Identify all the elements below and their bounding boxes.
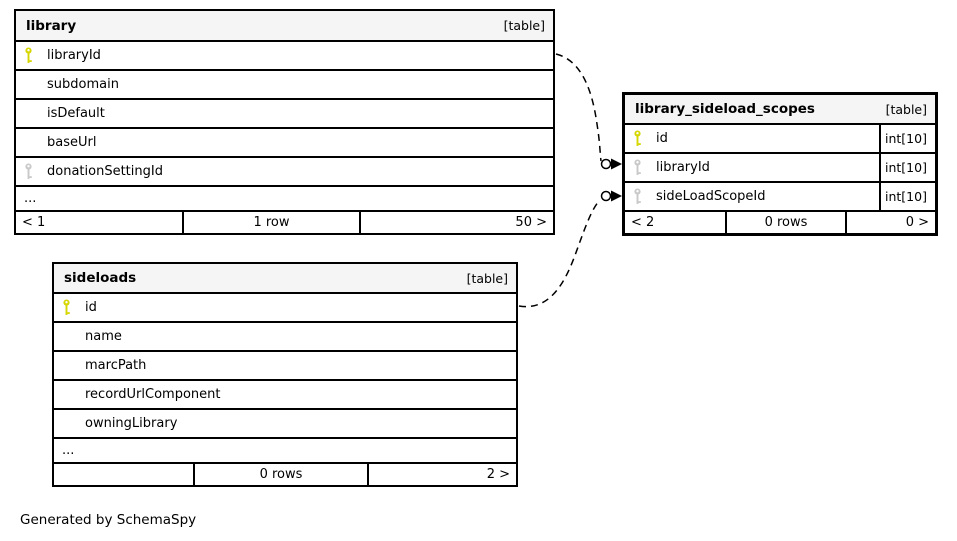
- column-name: recordUrlComponent: [85, 387, 221, 402]
- table-name: library_sideload_scopes: [635, 101, 815, 117]
- column-row-baseUrl[interactable]: baseUrl: [16, 127, 553, 156]
- column-row-donationSettingId[interactable]: donationSettingId: [16, 156, 553, 185]
- pager-next[interactable]: 2 >: [367, 464, 516, 485]
- column-row-libraryId[interactable]: libraryId: [16, 40, 553, 69]
- column-name: libraryId: [47, 48, 101, 63]
- column-row-subdomain[interactable]: subdomain: [16, 69, 553, 98]
- table-library-footer: < 1 1 row 50 >: [16, 210, 553, 233]
- column-type: int[10]: [879, 125, 935, 152]
- row-count: 1 row: [182, 212, 359, 233]
- column-name: donationSettingId: [47, 164, 163, 179]
- foreign-key-icon: [24, 163, 41, 180]
- column-name: isDefault: [47, 106, 105, 121]
- table-type-tag: [table]: [503, 18, 545, 33]
- table-sideloads-header[interactable]: sideloads [table]: [54, 264, 516, 292]
- ellipsis-row[interactable]: ...: [54, 437, 516, 462]
- column-row-id[interactable]: id int[10]: [625, 123, 935, 152]
- pager-prev[interactable]: < 1: [22, 215, 46, 230]
- column-row-isDefault[interactable]: isDefault: [16, 98, 553, 127]
- table-sideloads: sideloads [table] id name marcPath recor…: [52, 262, 518, 487]
- arrowhead: [611, 158, 622, 170]
- row-count: 0 rows: [725, 212, 845, 233]
- ellipsis-row[interactable]: ...: [16, 185, 553, 210]
- column-row-owningLibrary[interactable]: owningLibrary: [54, 408, 516, 437]
- table-type-tag: [table]: [466, 270, 508, 286]
- column-row-sideLoadScopeId[interactable]: sideLoadScopeId int[10]: [625, 181, 935, 210]
- zero-or-one-circle: [600, 190, 612, 202]
- column-row-recordUrlComponent[interactable]: recordUrlComponent: [54, 379, 516, 408]
- zero-or-one-circle: [600, 158, 612, 170]
- table-library: library [table] libraryId subdomain isDe…: [14, 9, 555, 235]
- column-name: subdomain: [47, 77, 119, 92]
- table-name: library: [26, 17, 77, 34]
- column-row-id[interactable]: id: [54, 292, 516, 321]
- row-count: 0 rows: [193, 464, 367, 485]
- column-name: name: [85, 329, 122, 344]
- pager-prev[interactable]: < 2: [631, 215, 655, 230]
- column-name: baseUrl: [47, 135, 97, 150]
- primary-key-icon: [633, 130, 650, 147]
- primary-key-icon: [24, 47, 41, 64]
- pager-next[interactable]: 50 >: [359, 212, 553, 233]
- column-row-libraryId[interactable]: libraryId int[10]: [625, 152, 935, 181]
- table-name: sideloads: [64, 270, 137, 286]
- table-library-header[interactable]: library [table]: [16, 11, 553, 40]
- column-name: marcPath: [85, 358, 147, 373]
- column-name: owningLibrary: [85, 416, 178, 431]
- column-row-name[interactable]: name: [54, 321, 516, 350]
- foreign-key-icon: [633, 188, 650, 205]
- arrowhead: [611, 190, 622, 202]
- column-name: id: [656, 131, 668, 146]
- generated-by-note: Generated by SchemaSpy: [20, 512, 197, 528]
- pager-next[interactable]: 0 >: [845, 212, 935, 233]
- column-name: sideLoadScopeId: [656, 189, 766, 204]
- relationship-library-to-scopes: [555, 53, 622, 170]
- table-type-tag: [table]: [885, 101, 927, 117]
- table-sideloads-footer: 0 rows 2 >: [54, 462, 516, 485]
- foreign-key-icon: [633, 159, 650, 176]
- table-library-sideload-scopes-footer: < 2 0 rows 0 >: [625, 210, 935, 233]
- column-name: libraryId: [656, 160, 710, 175]
- primary-key-icon: [62, 299, 79, 316]
- table-library-sideload-scopes: library_sideload_scopes [table] id int[1…: [622, 92, 938, 236]
- column-type: int[10]: [879, 183, 935, 210]
- column-type: int[10]: [879, 154, 935, 181]
- column-row-marcPath[interactable]: marcPath: [54, 350, 516, 379]
- column-name: id: [85, 300, 97, 315]
- table-library-sideload-scopes-header[interactable]: library_sideload_scopes [table]: [625, 95, 935, 123]
- pager-prev[interactable]: [54, 464, 193, 485]
